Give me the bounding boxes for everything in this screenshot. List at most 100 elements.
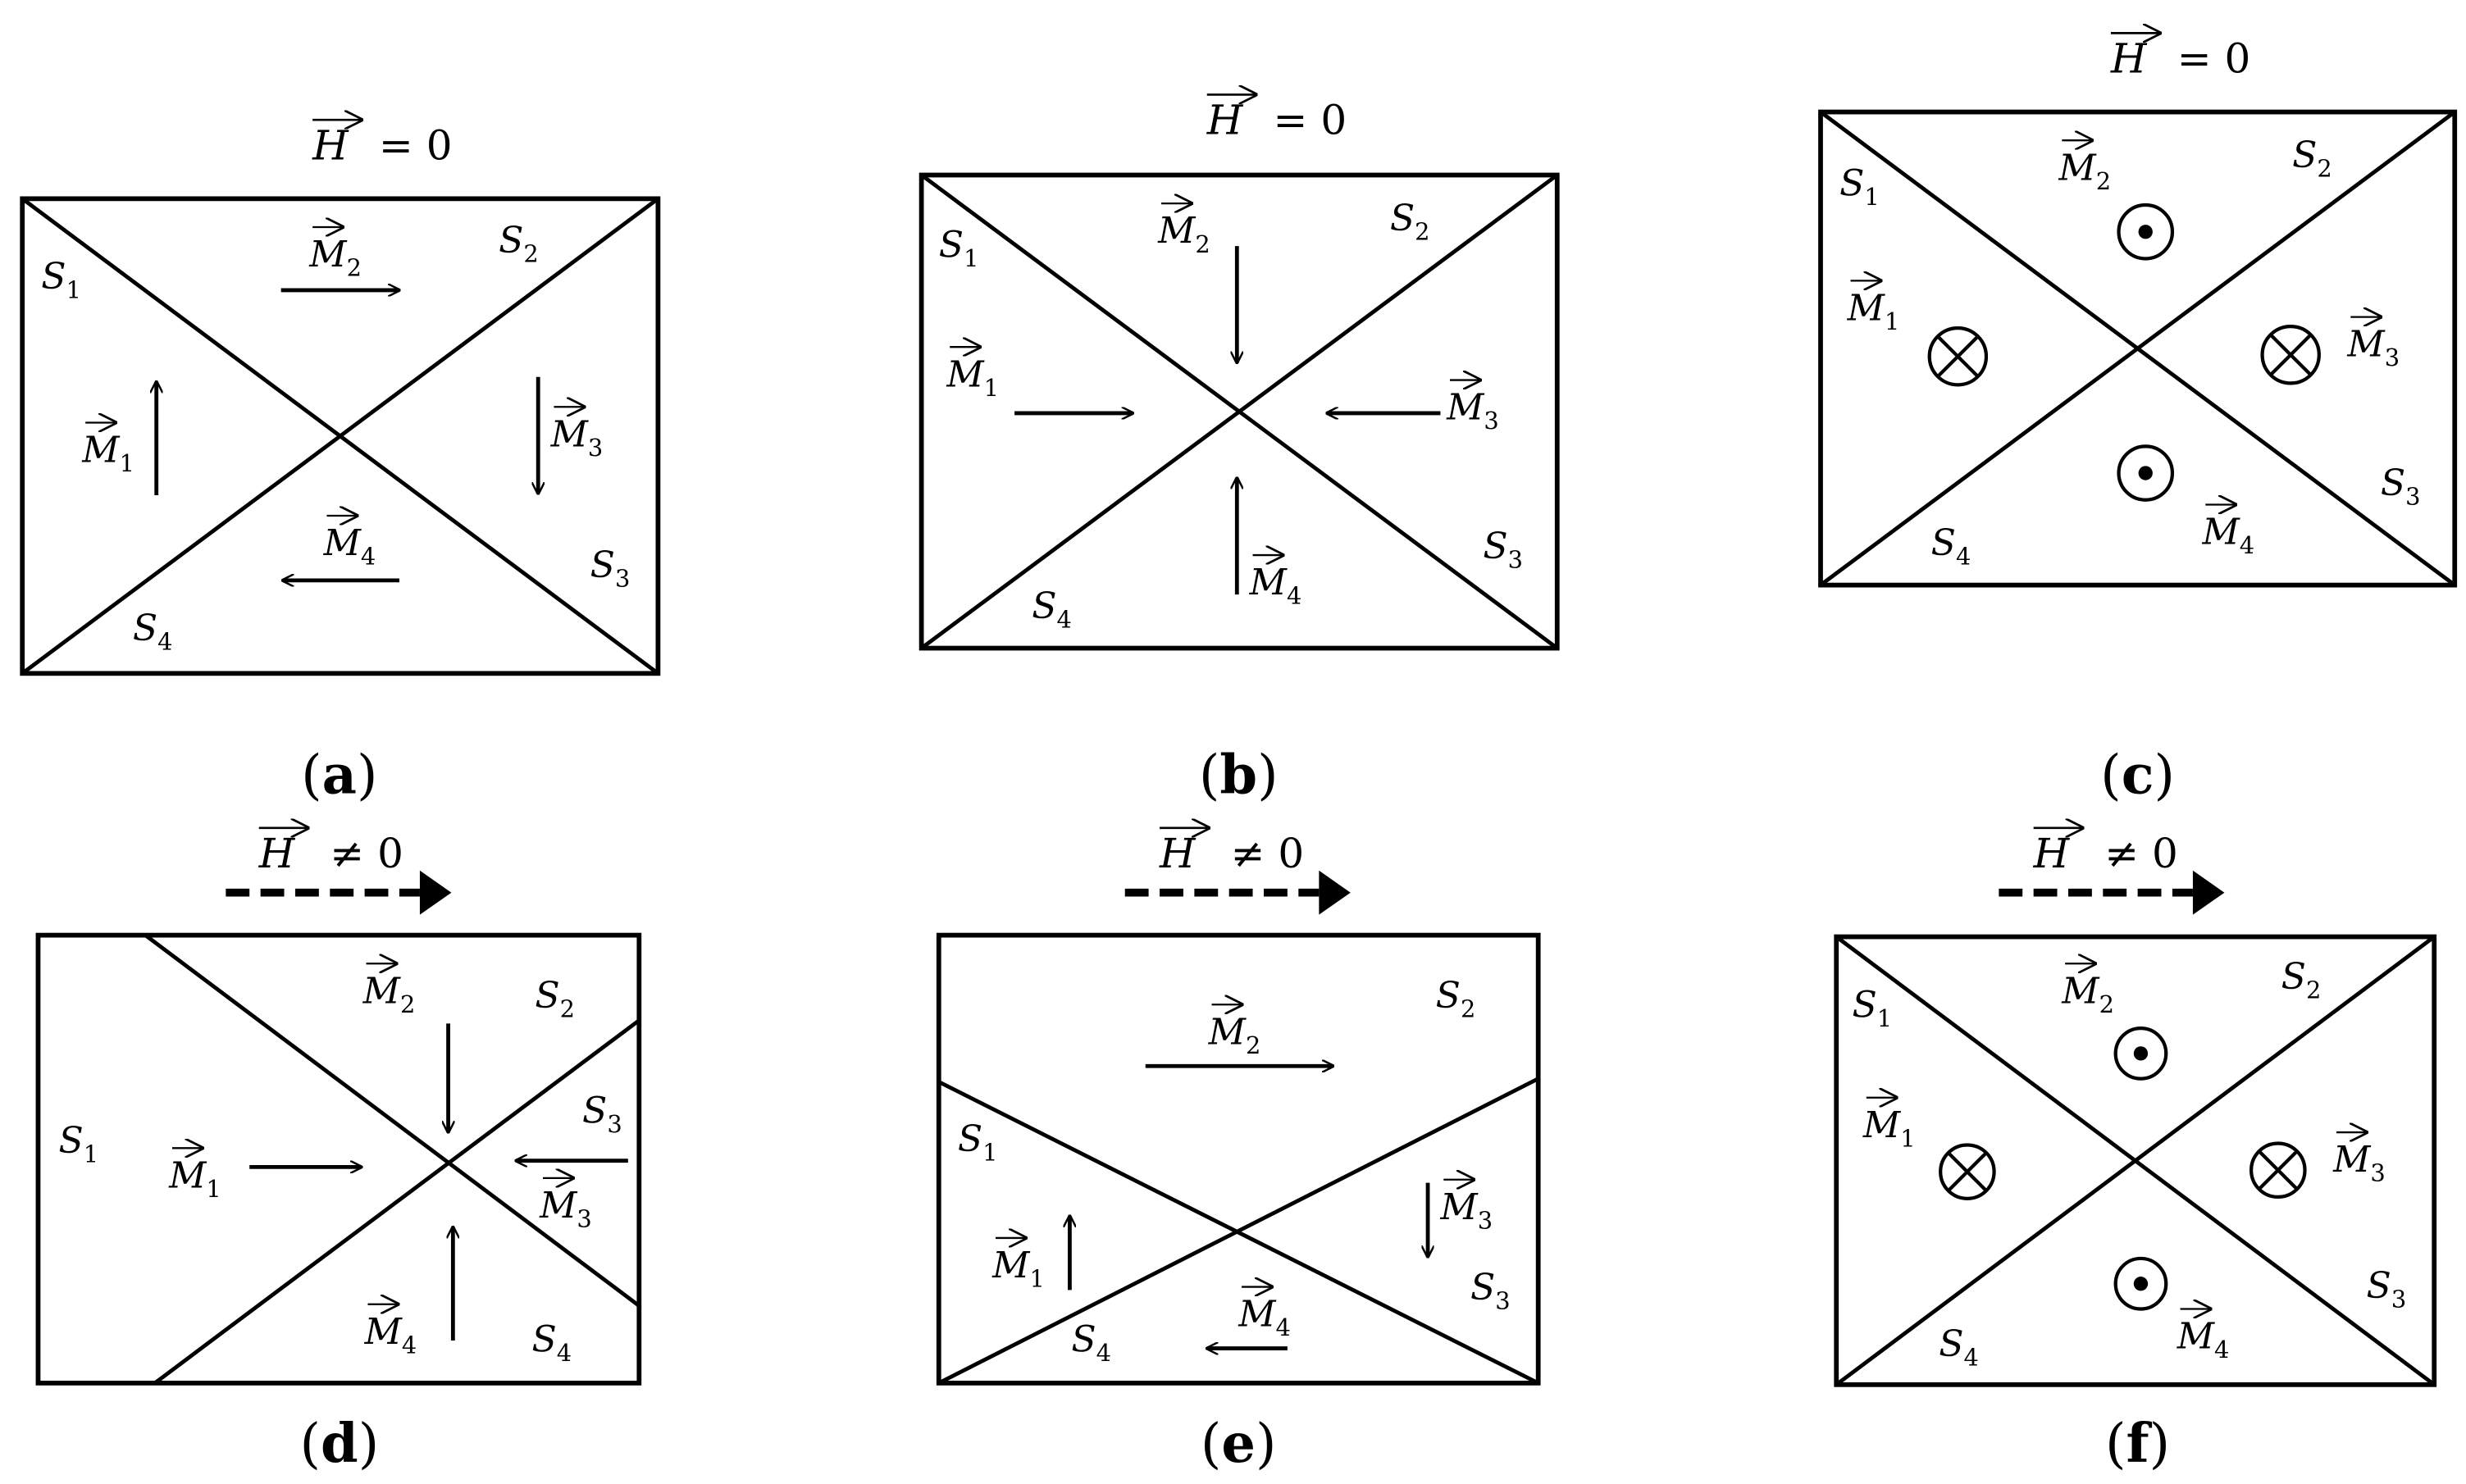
svg-text:M2: M2 [1157, 210, 1210, 258]
svg-text:S1: S1 [1839, 163, 1880, 212]
svg-text:H: H [1206, 96, 1244, 143]
panel-b: H = 0 S1 S2 S3 S4 M1 M2 M3 M4 (b) [918, 94, 1560, 807]
svg-text:S2: S2 [2281, 956, 2322, 1004]
svg-text:M2: M2 [2058, 147, 2111, 195]
field-label: H = 0 [312, 120, 453, 169]
domain-label-s4: S4 [1939, 1323, 1979, 1372]
sample-rectangle [1818, 109, 2458, 588]
svg-text:M2: M2 [1208, 1011, 1261, 1059]
moment-label-m3: M3 [539, 1178, 592, 1233]
domain-wall [937, 1077, 1539, 1386]
svg-text:M3: M3 [2332, 1139, 2386, 1187]
panel-label: (e) [1201, 1413, 1277, 1475]
into-page-symbol-m3 [2249, 1141, 2307, 1199]
panel-label: (b) [1199, 744, 1279, 807]
svg-text:S4: S4 [1032, 585, 1072, 634]
moment-label-m2: M2 [308, 227, 362, 282]
domain-label-s1: S1 [939, 225, 979, 273]
svg-text:S1: S1 [58, 1120, 98, 1168]
moment-label-m1: M1 [168, 1148, 221, 1203]
domain-label-s4: S4 [1032, 585, 1072, 634]
into-page-symbol-m3 [2260, 325, 2321, 385]
domain-label-s3: S3 [2367, 1265, 2407, 1313]
field-label: H = 0 [1206, 94, 1347, 143]
panel-label: (d) [299, 1413, 379, 1475]
domain-label-s1: S1 [58, 1120, 98, 1168]
out-of-page-symbol-m2 [2117, 203, 2175, 261]
svg-text:S3: S3 [2367, 1265, 2407, 1313]
moment-label-m2: M2 [362, 963, 416, 1018]
svg-text:M4: M4 [2201, 512, 2254, 560]
panel-label: (f) [2105, 1413, 2170, 1475]
domain-label-s1: S1 [41, 256, 81, 304]
svg-text:M2: M2 [308, 234, 362, 282]
sample-rectangle [936, 932, 1541, 1386]
svg-text:S3: S3 [582, 1090, 622, 1139]
domain-label-s4: S4 [532, 1318, 572, 1367]
domain-wall [1819, 110, 2456, 587]
svg-text:M2: M2 [2061, 970, 2114, 1018]
svg-text:S4: S4 [532, 1318, 572, 1367]
field-label: H ≠ 0 [1159, 828, 1304, 877]
applied-field-arrow [1999, 870, 2225, 915]
domain-label-s3: S3 [590, 544, 631, 593]
domain-label-s2: S2 [1436, 975, 1476, 1023]
moment-label-m3: M3 [1446, 380, 1499, 435]
svg-text:M4: M4 [364, 1311, 417, 1359]
svg-text:M4: M4 [323, 522, 376, 571]
domain-wall [920, 173, 1559, 650]
domain-label-s3: S3 [1483, 526, 1523, 574]
svg-text:S3: S3 [2381, 462, 2421, 511]
moment-label-m2: M2 [2058, 140, 2111, 195]
svg-text:M4: M4 [1238, 1294, 1291, 1342]
moment-label-m3: M3 [2332, 1132, 2386, 1187]
svg-text:S4: S4 [1071, 1318, 1111, 1367]
svg-text:S2: S2 [1390, 198, 1430, 246]
into-page-symbol-m1 [1927, 325, 1989, 387]
domain-label-s2: S2 [1390, 198, 1430, 246]
svg-text:S1: S1 [958, 1118, 998, 1167]
panel-c: H = 0 S1 S2 S3 S4 M1 M2 M3 M4 [1818, 33, 2458, 807]
svg-text:≠ 0: ≠ 0 [1231, 830, 1305, 877]
panel-d: H ≠ 0 S1 S2 S3 S4 M1 M2 M3 M4 [35, 828, 642, 1475]
moment-label-m3: M3 [1439, 1180, 1493, 1234]
domain-wall [144, 933, 640, 1308]
sample-rectangle [20, 196, 661, 676]
moment-label-m4: M4 [323, 516, 376, 571]
domain-label-s4: S4 [1931, 522, 1971, 571]
svg-text:M2: M2 [362, 970, 416, 1018]
svg-text:M4: M4 [1249, 562, 1302, 610]
panel-label: (a) [301, 744, 377, 807]
domain-wall [21, 197, 659, 676]
svg-text:M3: M3 [539, 1185, 592, 1233]
svg-text:M1: M1 [1862, 1104, 1916, 1153]
sample-rectangle [1834, 934, 2437, 1387]
moment-label-m1: M1 [991, 1238, 1045, 1293]
panel-a: H = 0 S1 S2 S3 S4 M1 M2 M3 M4 (a) [20, 120, 661, 807]
svg-text:S4: S4 [133, 608, 173, 656]
svg-text:S2: S2 [1436, 975, 1476, 1023]
moment-label-m1: M1 [946, 347, 999, 402]
svg-text:= 0: = 0 [1274, 96, 1347, 143]
svg-text:H: H [258, 830, 296, 877]
domain-label-s3: S3 [582, 1090, 622, 1139]
svg-text:M1: M1 [1847, 287, 1900, 335]
svg-text:= 0: = 0 [2177, 34, 2251, 82]
moment-label-m2: M2 [1157, 203, 1210, 258]
moment-label-m4: M4 [1238, 1287, 1291, 1342]
svg-text:M3: M3 [550, 413, 604, 462]
into-page-symbol-m1 [1939, 1143, 1996, 1200]
domain-label-s2: S2 [2281, 956, 2322, 1004]
svg-text:≠ 0: ≠ 0 [2104, 830, 2178, 877]
sample-rectangle [918, 172, 1560, 651]
moment-label-m4: M4 [2201, 505, 2254, 560]
svg-text:M4: M4 [2177, 1316, 2230, 1364]
out-of-page-symbol-m2 [2113, 1026, 2168, 1081]
out-of-page-symbol-m4 [2113, 1256, 2168, 1311]
field-label: H ≠ 0 [258, 828, 403, 877]
moment-label-m1: M1 [1862, 1098, 1916, 1153]
svg-text:M1: M1 [991, 1245, 1045, 1293]
domain-label-s4: S4 [1071, 1318, 1111, 1367]
domain-label-s1: S1 [1839, 163, 1880, 212]
